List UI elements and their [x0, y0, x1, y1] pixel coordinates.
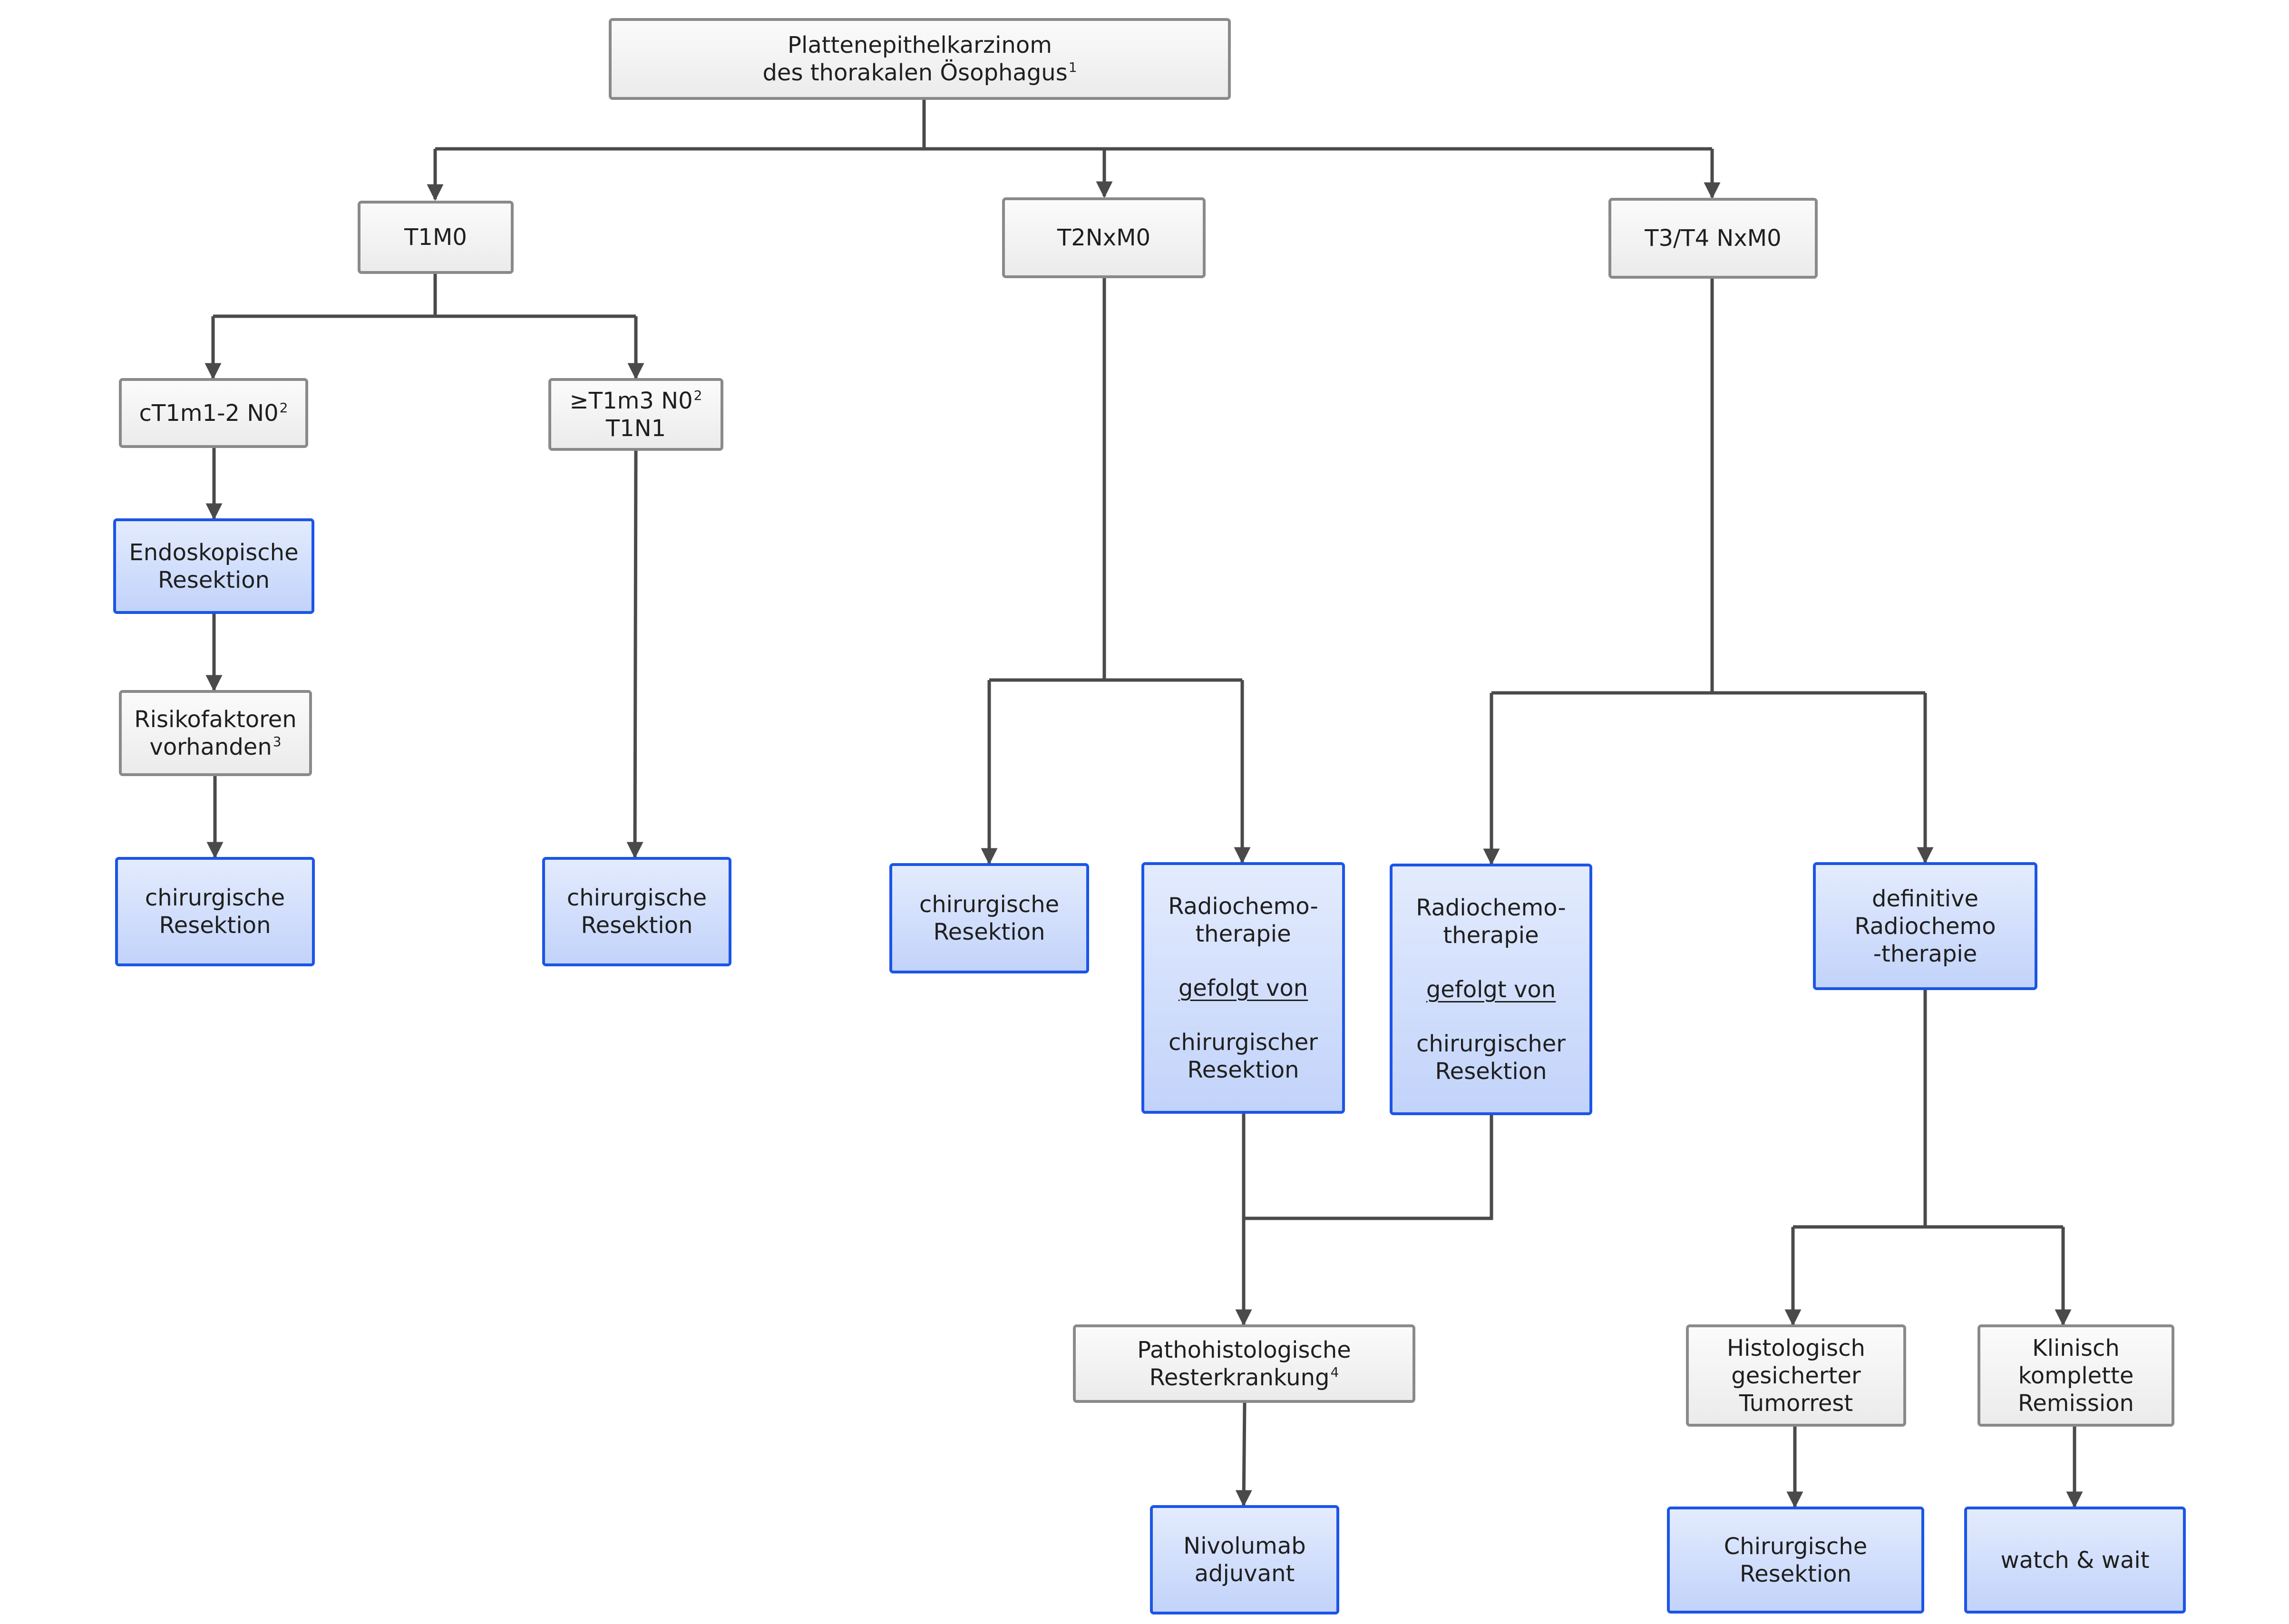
root-node: Plattenepithelkarzinom des thorakalen Ös… — [609, 18, 1231, 100]
t34-surgery-node: Chirurgische Resektion — [1667, 1507, 1924, 1614]
remission-line3: Remission — [2018, 1390, 2134, 1417]
nivo-line2: adjuvant — [1194, 1560, 1295, 1587]
root-line1: Plattenepithelkarzinom — [788, 32, 1052, 58]
watch-label: watch & wait — [2000, 1546, 2150, 1574]
t2-rct-node: Radiochemo- therapie gefolgt von chirurg… — [1141, 862, 1345, 1114]
remission-line2: komplette — [2018, 1362, 2134, 1389]
residual-line1: Histologisch — [1727, 1334, 1865, 1361]
early-stage-footnote: 2 — [279, 399, 288, 416]
t2-rct-connector: gefolgt von — [1178, 974, 1308, 1002]
t34-rct-line4: Resektion — [1435, 1058, 1547, 1085]
t2-surgery-node: chirurgische Resektion — [889, 863, 1089, 973]
connector-rct-right-down — [1244, 1115, 1493, 1220]
advanced-stage-node: ≥T1m3 N02 T1N1 — [548, 378, 723, 451]
nivo-line1: Nivolumab — [1183, 1533, 1306, 1559]
residual-line3: Tumorrest — [1739, 1390, 1853, 1417]
t2-rct-line4: Resektion — [1187, 1056, 1299, 1083]
nivolumab-node: Nivolumab adjuvant — [1150, 1505, 1339, 1614]
definitive-line2: Radiochemo — [1854, 913, 1996, 940]
root-line2-wrap: des thorakalen Ösophagus1 — [762, 59, 1077, 87]
stage-t2-label: T2NxM0 — [1057, 224, 1151, 251]
remission-line1: Klinisch — [2032, 1334, 2120, 1361]
t2-rct-line2: therapie — [1195, 920, 1291, 947]
surgery-right-node: chirurgische Resektion — [542, 857, 731, 966]
risk-line2: vorhanden — [149, 733, 272, 760]
t34-surgery-line1: Chirurgische — [1724, 1533, 1868, 1560]
surgery-left-node: chirurgische Resektion — [115, 857, 315, 966]
t2-surgery-line2: Resektion — [933, 919, 1045, 945]
t34-rct-line1: Radiochemo- — [1416, 894, 1566, 921]
path-line1: Pathohistologische — [1137, 1336, 1351, 1363]
surgery-left-line1: chirurgische — [145, 885, 285, 911]
stage-t1-label: T1M0 — [404, 224, 467, 251]
t2-rct-line3: chirurgischer — [1168, 1029, 1318, 1056]
surgery-left-line2: Resektion — [159, 912, 271, 939]
residual-line2: gesicherter — [1731, 1362, 1861, 1389]
path-footnote: 4 — [1330, 1364, 1339, 1380]
endoscopic-line2: Resektion — [157, 566, 270, 593]
root-footnote: 1 — [1068, 59, 1077, 75]
path-line2-wrap: Resterkrankung4 — [1149, 1364, 1339, 1391]
t34-rct-node: Radiochemo- therapie gefolgt von chirurg… — [1390, 864, 1592, 1115]
residual-tumor-node: Histologisch gesicherter Tumorrest — [1686, 1324, 1906, 1427]
surgery-right-line2: Resektion — [581, 912, 693, 939]
advanced-stage-label: ≥T1m3 N0 — [569, 387, 693, 414]
early-stage-label: cT1m1-2 N0 — [139, 399, 279, 427]
risk-line1: Risikofaktoren — [134, 706, 297, 733]
path-line2: Resterkrankung — [1149, 1364, 1330, 1391]
early-stage-line: cT1m1-2 N02 — [139, 399, 288, 427]
early-stage-node: cT1m1-2 N02 — [119, 378, 308, 448]
pathohistology-node: Pathohistologische Resterkrankung4 — [1073, 1324, 1415, 1403]
risk-factors-node: Risikofaktoren vorhanden3 — [119, 690, 312, 776]
risk-footnote: 3 — [273, 733, 282, 749]
risk-line2-wrap: vorhanden3 — [149, 733, 281, 761]
endoscopic-line1: Endoskopische — [129, 539, 299, 566]
t34-rct-connector: gefolgt von — [1426, 976, 1556, 1003]
arrow-to-surgery-right — [626, 450, 643, 859]
root-line2: des thorakalen Ösophagus — [762, 59, 1068, 86]
stage-t34-label: T3/T4 NxM0 — [1645, 225, 1782, 252]
t2-surgery-line1: chirurgische — [919, 891, 1060, 918]
t2-rct-line1: Radiochemo- — [1168, 893, 1318, 920]
advanced-stage-footnote: 2 — [693, 387, 702, 403]
surgery-right-line1: chirurgische — [566, 885, 707, 911]
t34-rct-line2: therapie — [1443, 922, 1539, 949]
advanced-stage-line2: T1N1 — [605, 415, 666, 442]
definitive-rct-node: definitive Radiochemo -therapie — [1813, 862, 2037, 990]
watch-and-wait-node: watch & wait — [1964, 1507, 2186, 1614]
t34-surgery-line2: Resektion — [1739, 1560, 1851, 1587]
stage-t1: T1M0 — [358, 201, 514, 274]
stage-t34: T3/T4 NxM0 — [1608, 198, 1818, 279]
complete-remission-node: Klinisch komplette Remission — [1977, 1324, 2174, 1427]
advanced-stage-line1: ≥T1m3 N02 — [570, 387, 702, 415]
endoscopic-resection-node: Endoskopische Resektion — [113, 518, 314, 614]
definitive-line1: definitive — [1871, 885, 1979, 912]
stage-t2: T2NxM0 — [1002, 197, 1206, 278]
t34-rct-line3: chirurgischer — [1416, 1030, 1566, 1057]
definitive-line3: -therapie — [1873, 940, 1977, 967]
arrow-to-nivo — [1235, 1402, 1252, 1507]
